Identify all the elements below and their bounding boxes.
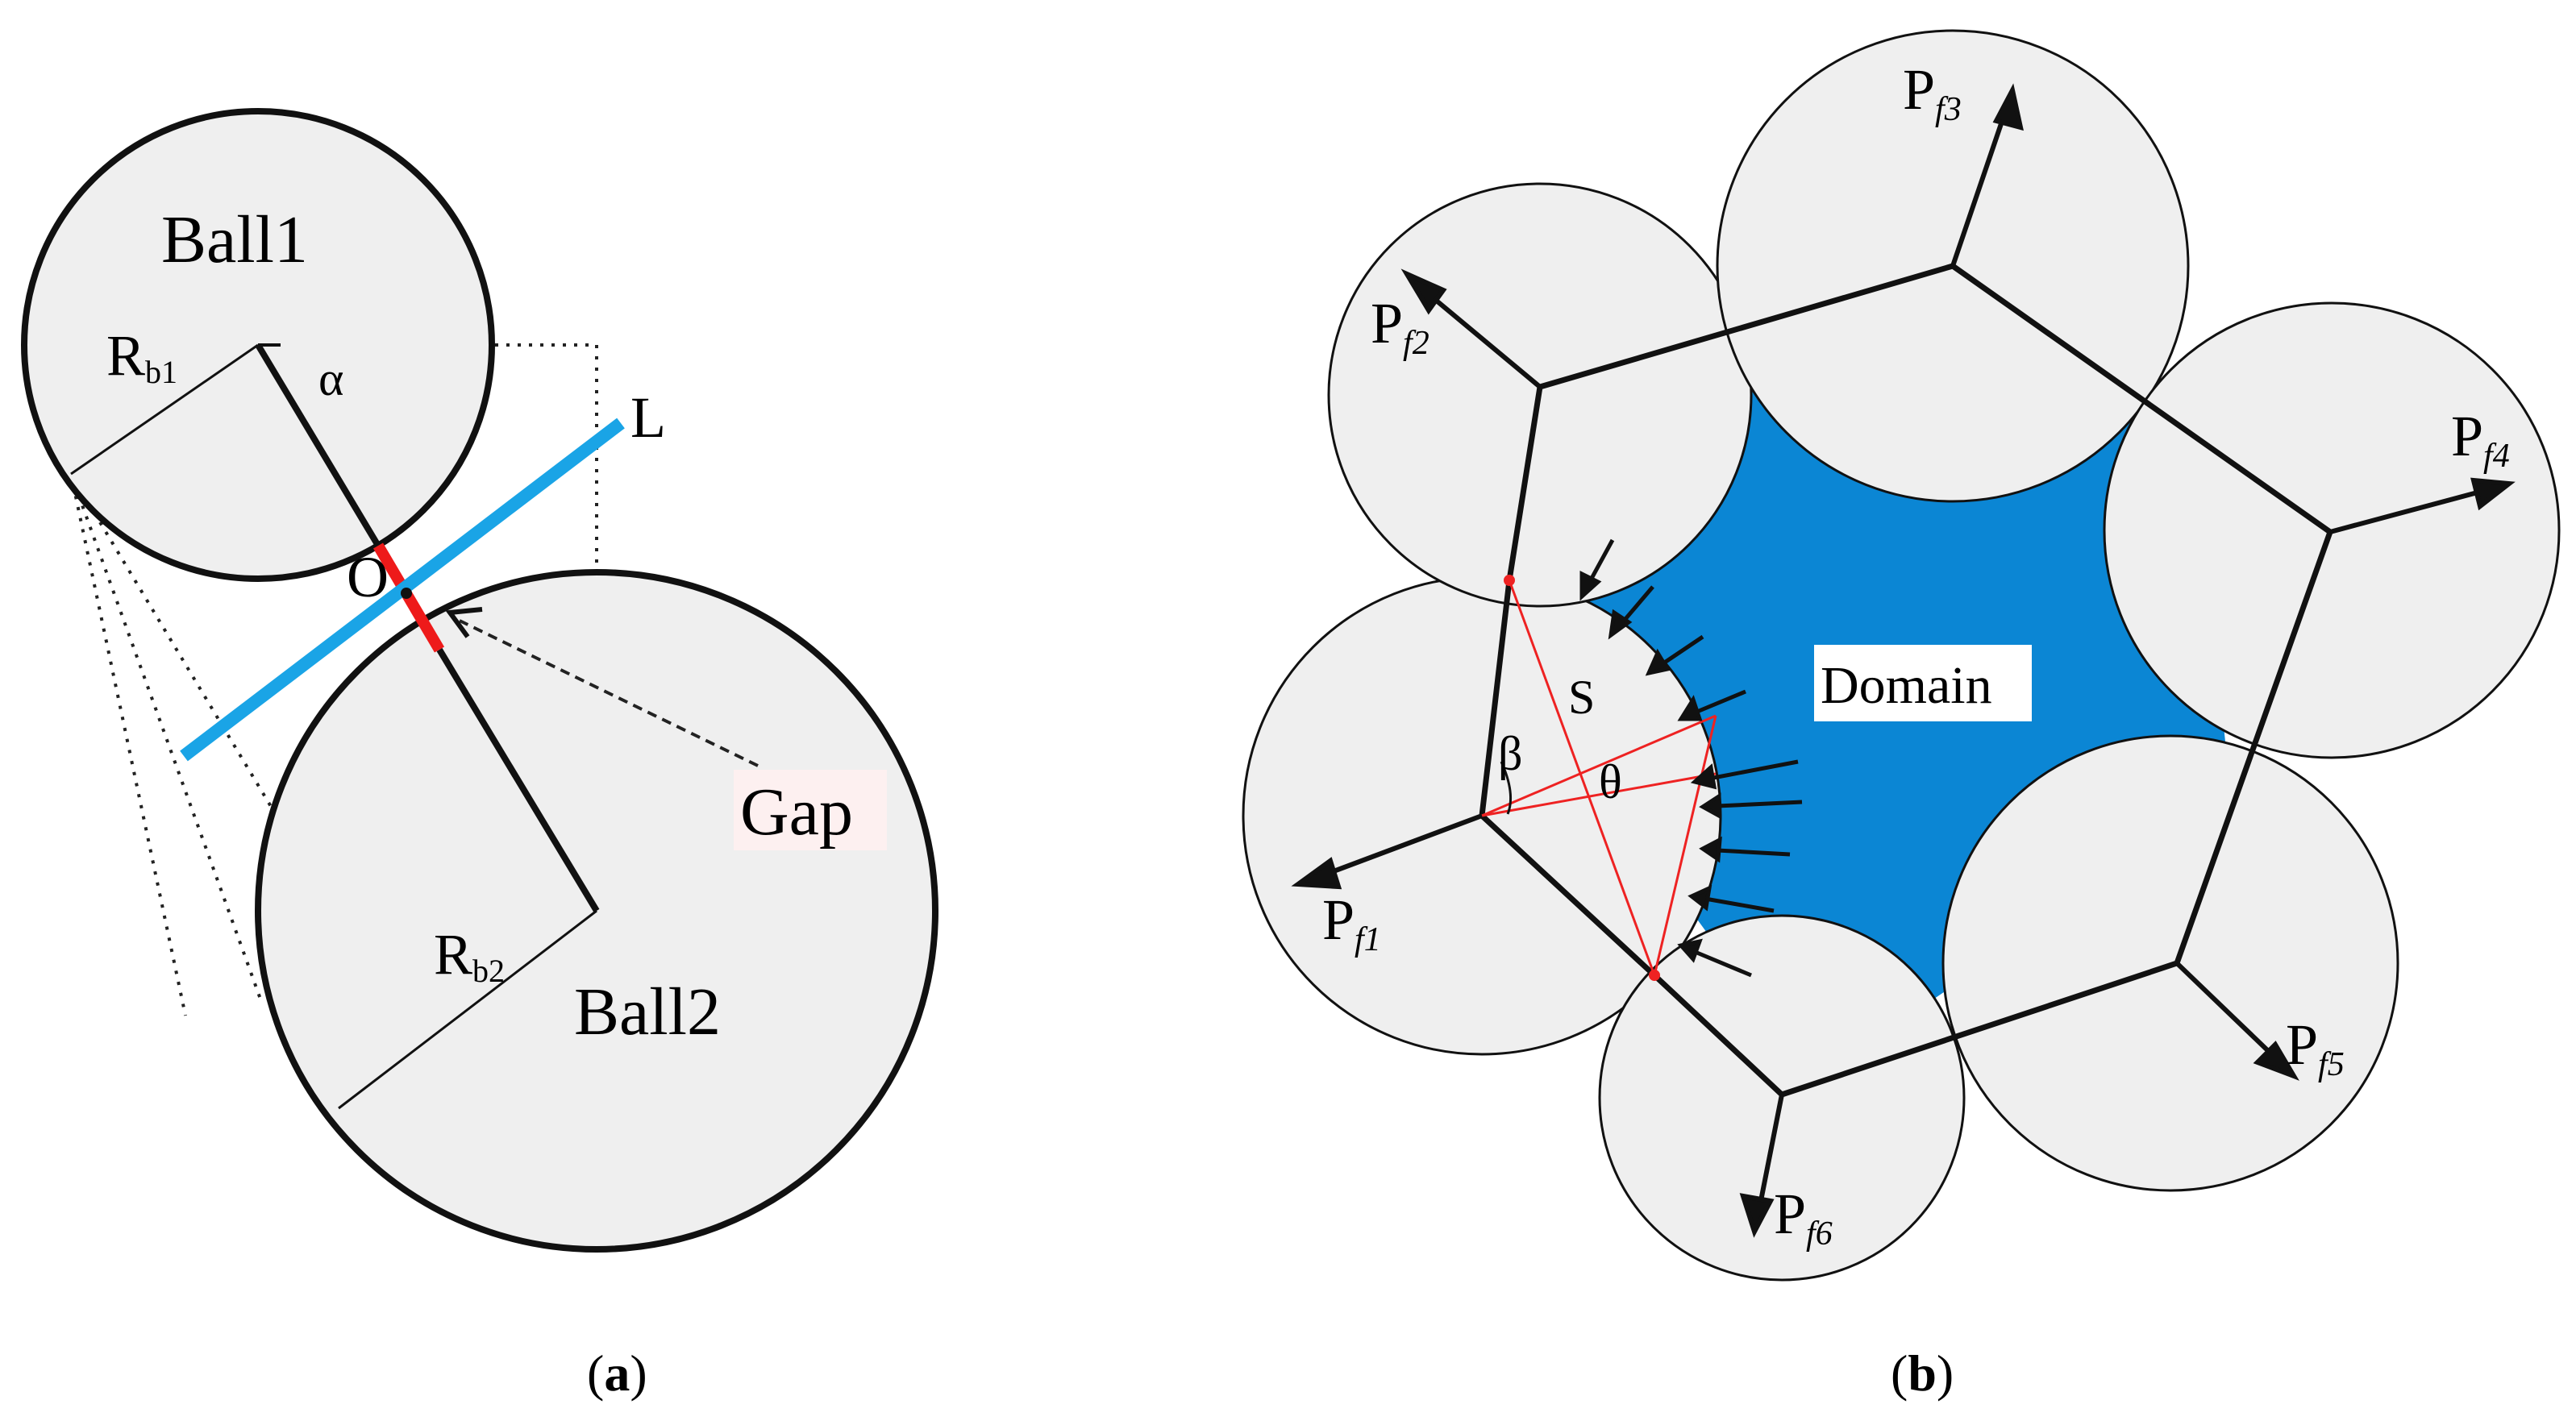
beta-arc [1500, 761, 1513, 815]
panel-a: Ball1 Ball2 Rb1 Rb2 α L O Gap (a) [21, 108, 938, 1402]
point-O-marker [401, 588, 412, 599]
force-arrows [1291, 83, 2516, 1238]
gap-label: Gap [740, 775, 853, 850]
radius1-line [70, 343, 259, 476]
domain-label-background [1814, 645, 2032, 721]
force-label-f6: Pf6 [1774, 1182, 1833, 1253]
contact-point-upper [1504, 575, 1515, 586]
ball2-label: Ball2 [574, 974, 721, 1049]
line-L-label: L [630, 385, 666, 450]
force-label-f5: Pf5 [2286, 1012, 2345, 1083]
center-line-ball2 [436, 647, 600, 913]
beta-label: β [1498, 727, 1523, 780]
gap-leader-arrowhead [445, 607, 483, 638]
radius2-line [338, 909, 597, 1110]
theta-label: θ [1599, 755, 1622, 808]
alpha-label: α [318, 352, 343, 405]
pressure-arrows [1579, 538, 1803, 978]
contact-point-lower [1649, 970, 1660, 981]
gap-label-background [734, 770, 887, 850]
radius2-label: Rb2 [434, 922, 505, 989]
caption-b: (b) [1891, 1344, 1954, 1402]
domain-label: Domain [1821, 656, 1992, 715]
center-line-ball1 [255, 343, 381, 548]
radius1-label: Rb1 [106, 323, 177, 390]
point-O-label: O [347, 545, 389, 609]
force-label-f1: Pf1 [1322, 887, 1381, 958]
force-label-f2: Pf2 [1371, 291, 1429, 362]
panel-b: Pf1 Pf2 Pf3 Pf4 Pf5 Pf6 S β θ Domain (b) [1242, 29, 2561, 1402]
s-label: S [1568, 671, 1595, 724]
red-construction-lines [1481, 580, 1717, 976]
caption-a: (a) [587, 1344, 647, 1402]
ball1-label: Ball1 [161, 202, 308, 277]
gap-leader-line [459, 619, 759, 767]
force-label-f3: Pf3 [1903, 57, 1962, 128]
force-label-f4: Pf4 [2451, 404, 2510, 475]
